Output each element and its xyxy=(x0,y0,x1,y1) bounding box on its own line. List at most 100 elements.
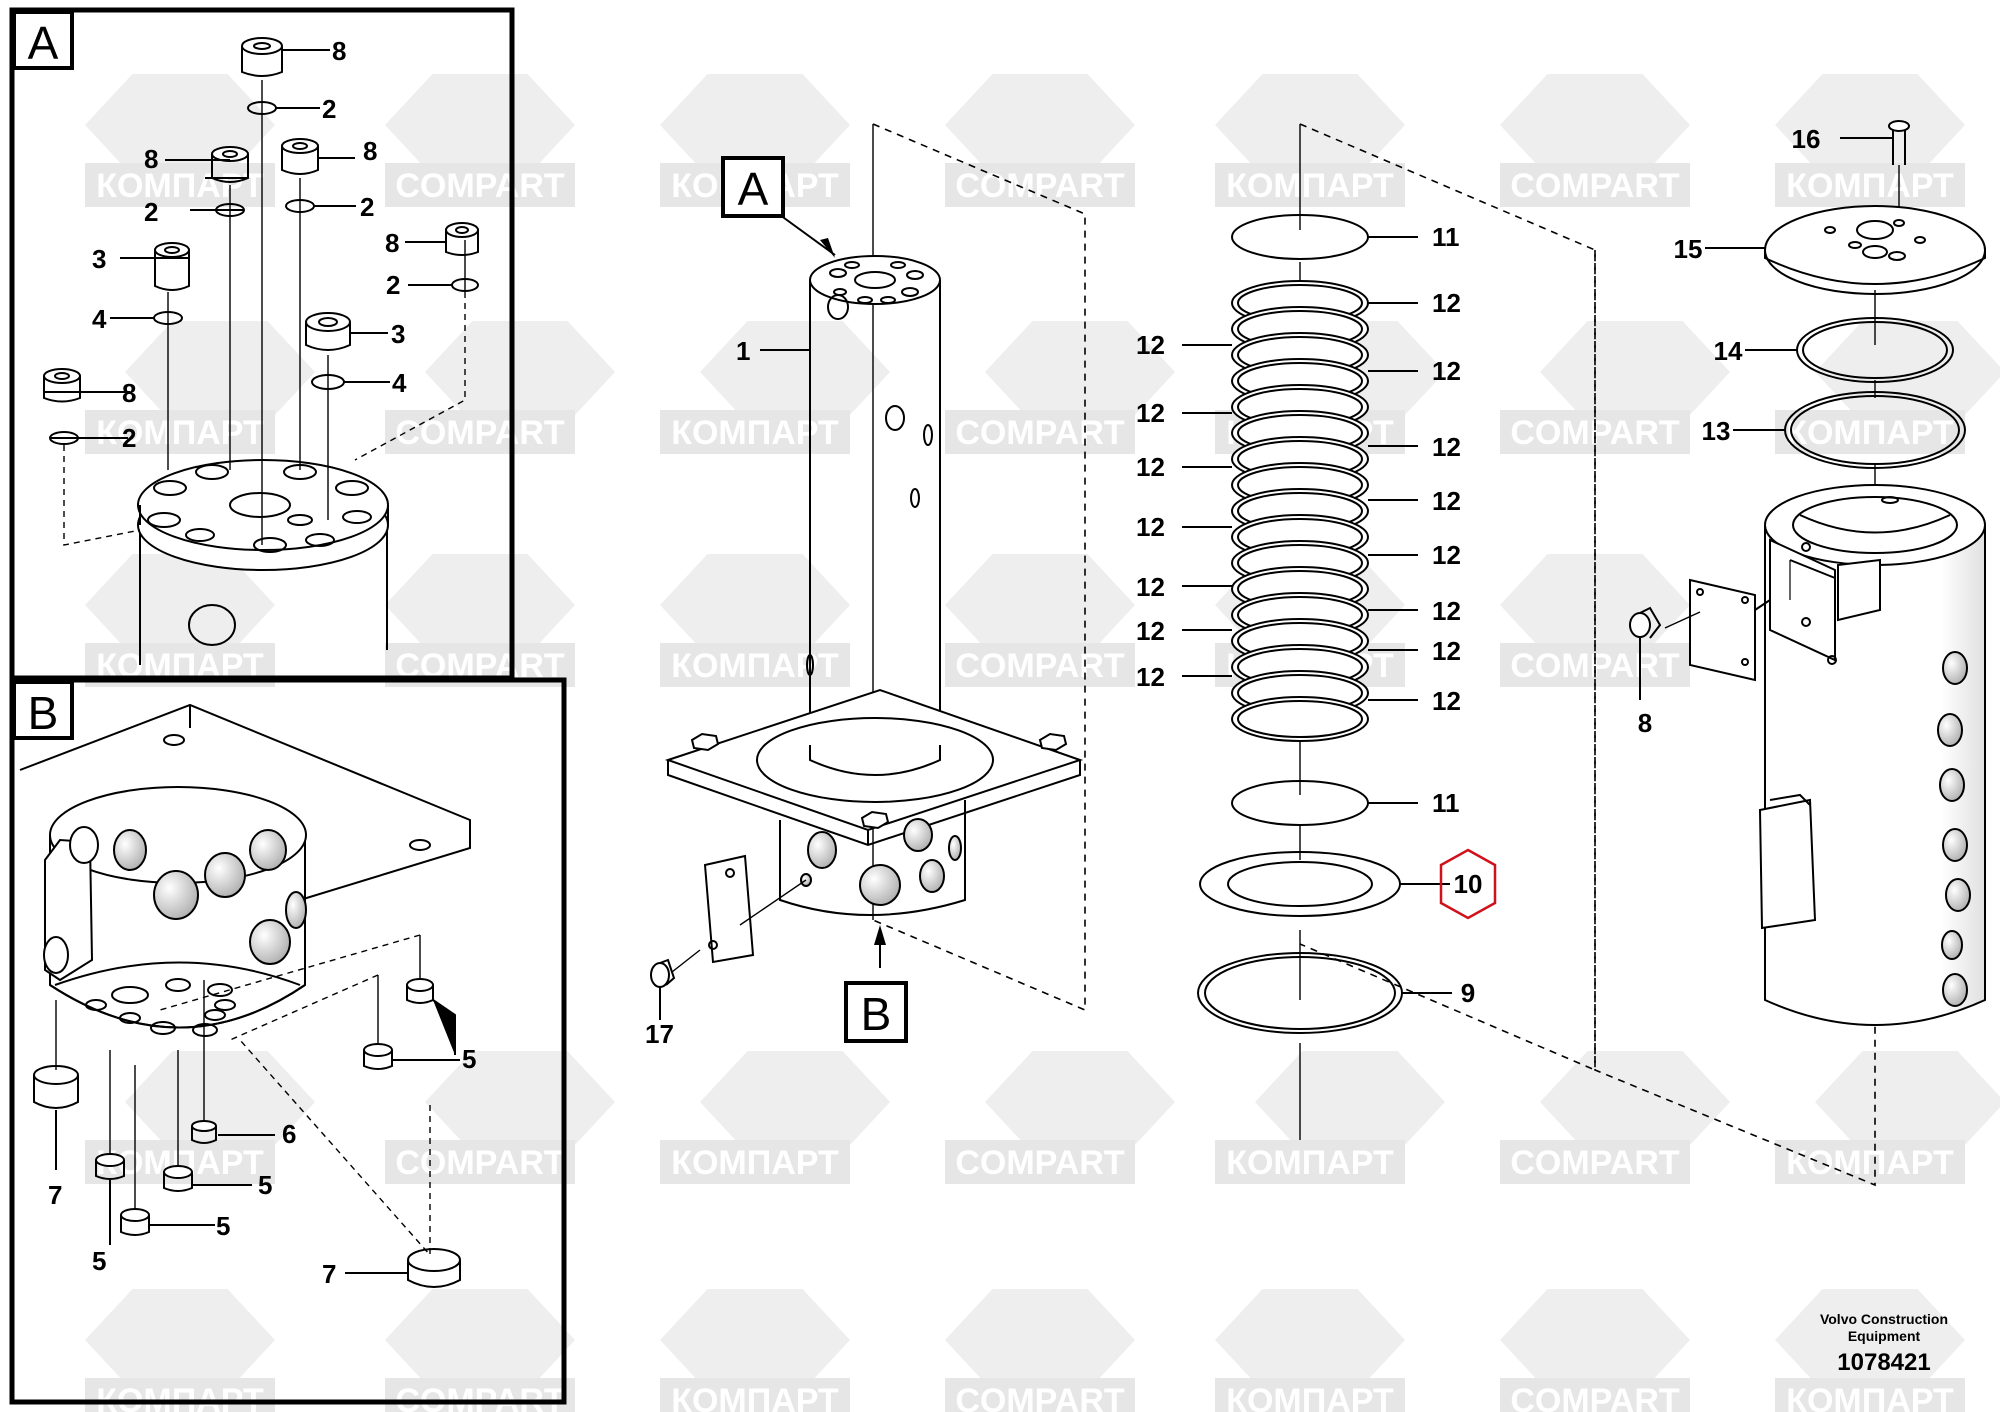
watermark-bar xyxy=(1500,1140,1690,1184)
watermark-text: КОМПАРТ xyxy=(96,414,264,452)
watermark-hexagon xyxy=(945,554,1135,656)
drawing-number: 1078421 xyxy=(1837,1349,1930,1376)
watermark-text: КОМПАРТ xyxy=(671,647,839,685)
watermark-text: COMPART xyxy=(955,647,1125,685)
callout-4: 4 xyxy=(392,368,407,398)
watermark-text: КОМПАРТ xyxy=(1786,167,1954,205)
watermark-text: КОМПАРТ xyxy=(96,167,264,205)
watermark-text: КОМПАРТ xyxy=(96,1382,264,1412)
watermark-bar xyxy=(85,1378,275,1412)
watermark-text: КОМПАРТ xyxy=(1786,414,1954,452)
callout-3: 3 xyxy=(391,319,405,349)
watermark-bar xyxy=(660,643,850,687)
callout-16: 16 xyxy=(1792,124,1821,154)
watermark-text: КОМПАРТ xyxy=(1786,1144,1954,1182)
watermark-hexagon xyxy=(660,1289,850,1391)
watermark-bar xyxy=(1775,1140,1965,1184)
leader-lines xyxy=(44,49,1893,1274)
watermark-hexagon xyxy=(660,554,850,656)
seal-ring-inner xyxy=(1237,700,1363,738)
watermark-hexagon xyxy=(1775,1289,1965,1391)
watermark-hexagon xyxy=(1500,1289,1690,1391)
watermark-text: COMPART xyxy=(955,167,1125,205)
watermark-text: COMPART xyxy=(395,1382,565,1412)
watermark-bar xyxy=(1215,163,1405,207)
watermark-hexagon xyxy=(945,74,1135,176)
callout-2: 2 xyxy=(144,197,158,227)
watermark-hexagon xyxy=(700,1051,890,1153)
callout-8: 8 xyxy=(385,228,399,258)
callout-b-text: B xyxy=(861,988,892,1040)
callout-6: 6 xyxy=(282,1119,296,1149)
callout-8: 8 xyxy=(144,144,158,174)
watermark-bar xyxy=(945,643,1135,687)
detail-b-panel xyxy=(9,677,567,1405)
callout-8: 8 xyxy=(122,378,136,408)
watermark-hexagon xyxy=(1255,1051,1445,1153)
watermark-text: COMPART xyxy=(1510,167,1680,205)
highlight-hexagon xyxy=(1439,848,1497,920)
watermark-bar xyxy=(1500,1378,1690,1412)
watermark-text: COMPART xyxy=(395,167,565,205)
watermark-bar xyxy=(385,410,575,454)
detail-a-label: A xyxy=(28,17,59,69)
watermark-bar xyxy=(660,1378,850,1412)
callout-12: 12 xyxy=(1432,686,1461,716)
callout-5: 5 xyxy=(216,1211,230,1241)
callout-12: 12 xyxy=(1432,636,1461,666)
callout-1: 1 xyxy=(736,336,750,366)
callout-5: 5 xyxy=(462,1044,476,1074)
watermark-hexagon xyxy=(1500,74,1690,176)
callout-12: 12 xyxy=(1432,288,1461,318)
watermark-bar xyxy=(945,1378,1135,1412)
callout-2: 2 xyxy=(322,94,336,124)
callout-12: 12 xyxy=(1432,540,1461,570)
watermark-bar xyxy=(660,1140,850,1184)
watermark-text: КОМПАРТ xyxy=(1226,167,1394,205)
watermark-text: COMPART xyxy=(395,414,565,452)
detail-b-label: B xyxy=(28,687,59,739)
brand-line-1: Volvo Construction xyxy=(1820,1311,1948,1327)
watermark-text: КОМПАРТ xyxy=(671,414,839,452)
watermark-hexagon xyxy=(85,554,275,656)
callout-2: 2 xyxy=(360,192,374,222)
watermark-text: КОМПАРТ xyxy=(1226,1144,1394,1182)
watermark-hexagon xyxy=(985,321,1175,423)
watermark-hexagon xyxy=(385,1289,575,1391)
callout-2: 2 xyxy=(386,270,400,300)
watermark-bar xyxy=(85,410,275,454)
watermark-text: COMPART xyxy=(955,1382,1125,1412)
watermark-text: КОМПАРТ xyxy=(671,1382,839,1412)
watermark-text: КОМПАРТ xyxy=(1786,1382,1954,1412)
watermark-hexagon xyxy=(425,1051,615,1153)
watermark-text: КОМПАРТ xyxy=(671,1144,839,1182)
callout-12: 12 xyxy=(1136,572,1165,602)
callout-10: 10 xyxy=(1454,869,1483,899)
callout-5: 5 xyxy=(258,1170,272,1200)
callout-7: 7 xyxy=(48,1180,62,1210)
watermark-bar xyxy=(385,1140,575,1184)
watermark-hexagon xyxy=(985,1051,1175,1153)
callout-12: 12 xyxy=(1136,452,1165,482)
callout-a-arrow xyxy=(820,238,835,258)
callout-b-box xyxy=(844,981,908,1043)
watermark-text: COMPART xyxy=(395,1144,565,1182)
watermark-bar xyxy=(660,410,850,454)
watermark-hexagon xyxy=(425,321,615,423)
callout-15: 15 xyxy=(1674,234,1703,264)
watermark-bar xyxy=(945,410,1135,454)
callout-8: 8 xyxy=(1638,708,1652,738)
callout-9: 9 xyxy=(1461,978,1475,1008)
watermark-hexagon xyxy=(385,554,575,656)
callout-8: 8 xyxy=(332,36,346,66)
watermark-text: COMPART xyxy=(1510,1144,1680,1182)
watermark-text: COMPART xyxy=(955,414,1125,452)
watermark-hexagon xyxy=(85,1289,275,1391)
callout-12: 12 xyxy=(1432,486,1461,516)
watermark-hexagon xyxy=(125,1051,315,1153)
callout-14: 14 xyxy=(1714,336,1743,366)
callout-12: 12 xyxy=(1432,356,1461,386)
callout-b-arrow xyxy=(874,925,886,945)
watermark-bar xyxy=(1775,1378,1965,1412)
